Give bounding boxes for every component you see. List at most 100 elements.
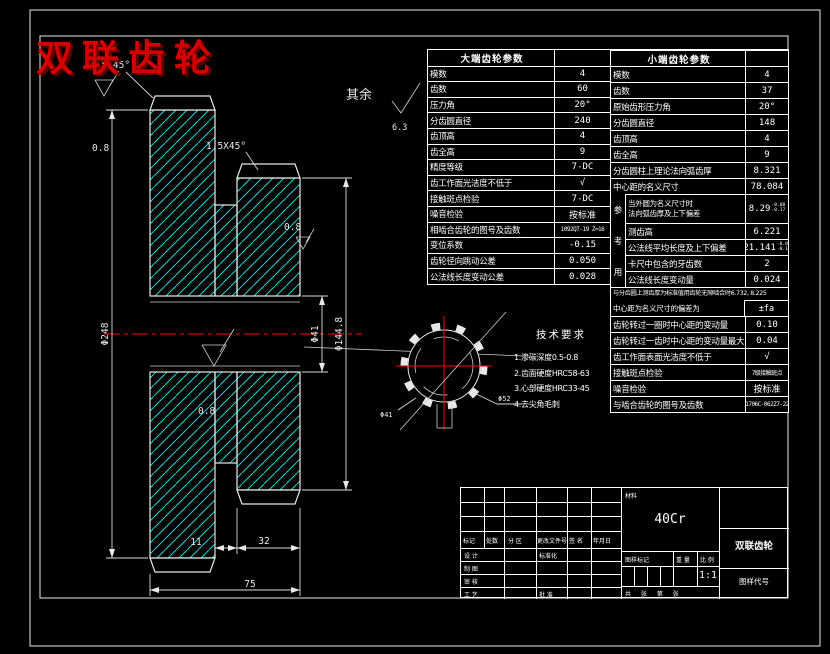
param-value: 9 <box>554 144 610 160</box>
grid-line <box>647 566 648 586</box>
param-label: 原始齿形压力角 <box>613 102 671 113</box>
param-value: 60 <box>554 82 610 97</box>
scale-label: 比 例 <box>700 557 714 564</box>
sheet-count-label: 共 张 第 张 <box>625 591 683 598</box>
table-row: 齿工作面表面光洁度不低于√ <box>611 348 788 364</box>
param-value: 8.321 <box>745 163 788 178</box>
param-value: √ <box>554 175 610 191</box>
zone-col-label: 分 区 <box>508 538 522 545</box>
param-value: 按标准 <box>745 381 788 396</box>
grid-line <box>567 488 568 548</box>
param-value: 20° <box>745 99 788 114</box>
chamfer-label-1: 1.5X45° <box>90 60 130 71</box>
process-label: 工 艺 <box>464 592 478 599</box>
merged-row-line1: 与分齿圆上测齿厚为标准值用齿轮无隙啮合时6.732, 8.225 <box>613 290 767 297</box>
tech-req-item: 4.去尖角毛刺 <box>514 399 560 409</box>
grid-line <box>567 548 568 599</box>
param-label: 当外圆为名义尺寸时 法向弧齿厚及上下偏差 <box>611 195 745 223</box>
spline-dia-inner: Φ41 <box>380 411 393 419</box>
tech-req-item: 2.齿面硬度HRC58-63 <box>514 368 590 378</box>
drawing-code-label: 图样代号 <box>739 577 769 586</box>
param-value: 240 <box>554 113 610 128</box>
spline-dia-outer: Φ52 <box>498 395 511 403</box>
param-value: 8.29 -0.08-0.17 <box>745 195 788 223</box>
drawing-title: 双联齿轮 <box>36 39 220 80</box>
grid-line <box>461 587 621 588</box>
param-label: 卡尺中包含的牙齿数 <box>628 259 702 270</box>
tech-req-title: 技术要求 <box>536 329 586 341</box>
change-file-col-label: 更改文件号 <box>537 538 568 545</box>
param-label: 公法线长度变动公差 <box>430 272 504 283</box>
grid-line <box>621 566 719 567</box>
param-label: 压力角 <box>430 101 455 112</box>
reference-use-strip: 参 考 用 <box>611 194 626 287</box>
ref-char: 考 <box>613 236 623 247</box>
param-label: 接触斑点检验 <box>430 194 480 205</box>
dimensions: Φ248 Φ144.8 Φ41 11 32 75 <box>100 109 352 596</box>
ref-char: 用 <box>613 267 623 278</box>
grid-line <box>484 488 485 548</box>
check-label: 审 核 <box>464 579 478 586</box>
table-row: 齿工作面光洁度不低于√ <box>428 174 610 191</box>
value-lower-dev: -0.16 <box>776 246 788 252</box>
signature-col-label: 签 名 <box>569 538 583 545</box>
grid-line <box>504 548 505 599</box>
dim-dia-small: Φ144.8 <box>334 317 345 352</box>
table-row-merged: 与分齿圆上测齿厚为标准值用齿轮无隙啮合时6.732, 8.225 中心距为名义尺… <box>611 287 788 316</box>
param-label: 齿顶高 <box>613 134 638 145</box>
param-label: 模数 <box>430 69 447 80</box>
dim-dia-large: Φ248 <box>100 322 111 345</box>
param-label: 与啮合齿轮的图号及齿数 <box>613 400 704 411</box>
drawing-mark-label: 图样标记 <box>625 557 650 564</box>
grid-line <box>536 488 537 548</box>
param-value: 6.221 <box>745 224 788 239</box>
param-label: 齿数 <box>613 86 630 97</box>
table-header: 小端齿轮参数 <box>647 54 711 66</box>
grid-line <box>621 551 719 552</box>
param-label: 模数 <box>613 70 630 81</box>
part-name: 双联齿轮 <box>734 541 773 552</box>
table-row: 原始齿形压力角 20° <box>611 98 788 114</box>
param-label: 齿全高 <box>613 150 638 161</box>
table-row: 齿数 60 <box>428 81 610 97</box>
param-label: 相啮合齿轮的图号及齿数 <box>430 225 521 236</box>
grid-line <box>461 531 621 532</box>
param-value: 7-DC <box>554 160 610 175</box>
param-label: 精度等级 <box>430 163 463 174</box>
param-value: 4 <box>745 67 788 82</box>
count-col-label: 处数 <box>486 538 499 545</box>
value-upper-dev: -0.08 <box>776 241 788 247</box>
param-label: 接触斑点检验 <box>613 368 663 379</box>
param-value: 0.050 <box>554 253 610 269</box>
param-value: 1092QT-19 Z=16 <box>554 222 610 238</box>
dim-width-small: 32 <box>258 536 269 547</box>
grid-line <box>591 488 592 548</box>
param-value: 7级接触斑点 <box>745 365 788 380</box>
param-value: 78.084 <box>745 179 788 194</box>
param-label: 齿数 <box>430 85 447 96</box>
grid-line <box>719 528 789 529</box>
grid-line <box>621 488 622 599</box>
param-value: 0.10 <box>745 317 788 332</box>
grid-line <box>621 586 719 587</box>
param-value: 1706C-062Z7-22 <box>745 397 788 412</box>
weight-label: 重 量 <box>676 557 690 564</box>
param-value: 按标准 <box>554 206 610 222</box>
param-label: 公法线平均长度及上下偏差 <box>628 243 727 254</box>
table-row: 接触斑点检验 7级接触斑点 <box>611 364 788 380</box>
grid-line <box>673 566 674 586</box>
grid-line <box>504 488 505 548</box>
param-value: -0.15 <box>554 238 610 253</box>
table-row: 噪音检验按标准 <box>611 380 788 396</box>
mark-col-label: 标记 <box>463 538 476 545</box>
grid-line <box>461 548 621 549</box>
param-value: 4 <box>554 128 610 144</box>
param-label: 齿轮径向跳动公差 <box>430 257 496 268</box>
technical-requirements: 技术要求 1.渗碳深度0.5-0.8 2.齿面硬度HRC58-63 3.心部硬度… <box>514 327 624 412</box>
